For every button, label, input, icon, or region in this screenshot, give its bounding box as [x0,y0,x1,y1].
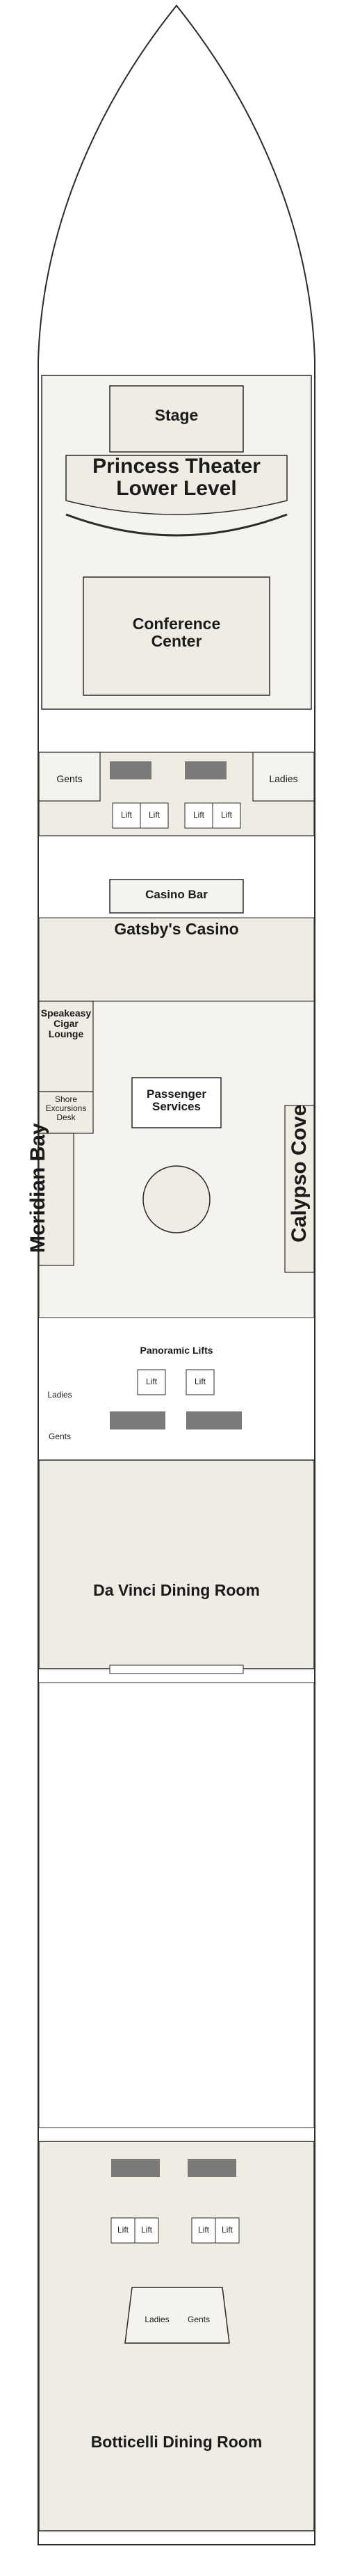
conference-area [83,576,270,696]
lift-box-2a [137,1369,166,1395]
davinci-label: Da Vinci Dining Room [93,1581,260,1599]
lift-label-3a: Lift [117,2225,129,2235]
lift-label-1c: Lift [192,810,204,820]
speakeasy-room [38,1001,94,1092]
shore-label: Shore Excursions Desk [45,1094,87,1122]
ladies-room-1 [252,752,315,802]
lift-label-2b: Lift [194,1377,206,1386]
passenger-services-label: Passenger Services [147,1087,206,1114]
passenger-services-box [131,1077,222,1128]
stair-2a [110,1411,165,1429]
stage-label: Stage [154,406,199,424]
ladies-label-1: Ladies [269,773,298,784]
lift-label-3c: Lift [197,2225,209,2235]
ladies-label-2: Ladies [47,1390,72,1400]
theater-label: Princess Theater Lower Level [92,455,261,501]
conference-label: Conference Center [132,615,221,650]
panoramic-atrium [142,1165,211,1233]
panoramic-lifts-label: Panoramic Lifts [140,1345,213,1356]
meridian-label: Meridian Bay [26,1123,49,1253]
ladies-label-3: Ladies [145,2315,170,2324]
stair-1b [185,761,227,779]
casino-bar-label: Casino Bar [145,888,208,901]
lift-label-1d: Lift [220,810,232,820]
gents-label-2: Gents [48,1432,71,1441]
lift-label-3d: Lift [221,2225,233,2235]
lift-box-1a [112,802,141,829]
casino-bar-box [109,879,244,914]
botticelli-label: Botticelli Dining Room [90,2433,263,2451]
lift-box-1c [184,802,213,829]
meridian-room [38,1133,74,1266]
lift-box-3d [215,2217,240,2244]
lift-label-2a: Lift [145,1377,157,1386]
stair-1a [110,761,151,779]
theater-curve [65,513,288,537]
lift-box-2b [186,1369,215,1395]
aft-restroom-outline [124,2287,230,2344]
lift-box-1b [140,802,169,829]
calypso-room [284,1105,315,1273]
lift-label-1b: Lift [148,810,160,820]
stage-area [109,385,244,453]
shore-desk [38,1091,94,1134]
lift-label-3b: Lift [140,2225,152,2235]
davinci-area [38,1459,315,1669]
stair-3b [188,2159,236,2177]
stair-2b [186,1411,242,1429]
speakeasy-label: Speakeasy Cigar Lounge [40,1007,92,1040]
gents-label-3: Gents [187,2315,210,2324]
gents-label-1: Gents [56,773,83,784]
davinci-entry [109,1664,244,1674]
mid-empty-area [38,1682,315,2128]
lift-box-3b [134,2217,159,2244]
casino-area [38,917,315,1002]
casino-label: Gatsby's Casino [114,920,239,938]
calypso-label: Calypso Cove [288,1104,311,1242]
lift-box-3a [110,2217,136,2244]
gents-room-1 [38,752,101,802]
lift-box-1d [212,802,241,829]
theater-seating [65,455,288,515]
stair-3a [111,2159,160,2177]
lift-label-1a: Lift [120,810,132,820]
